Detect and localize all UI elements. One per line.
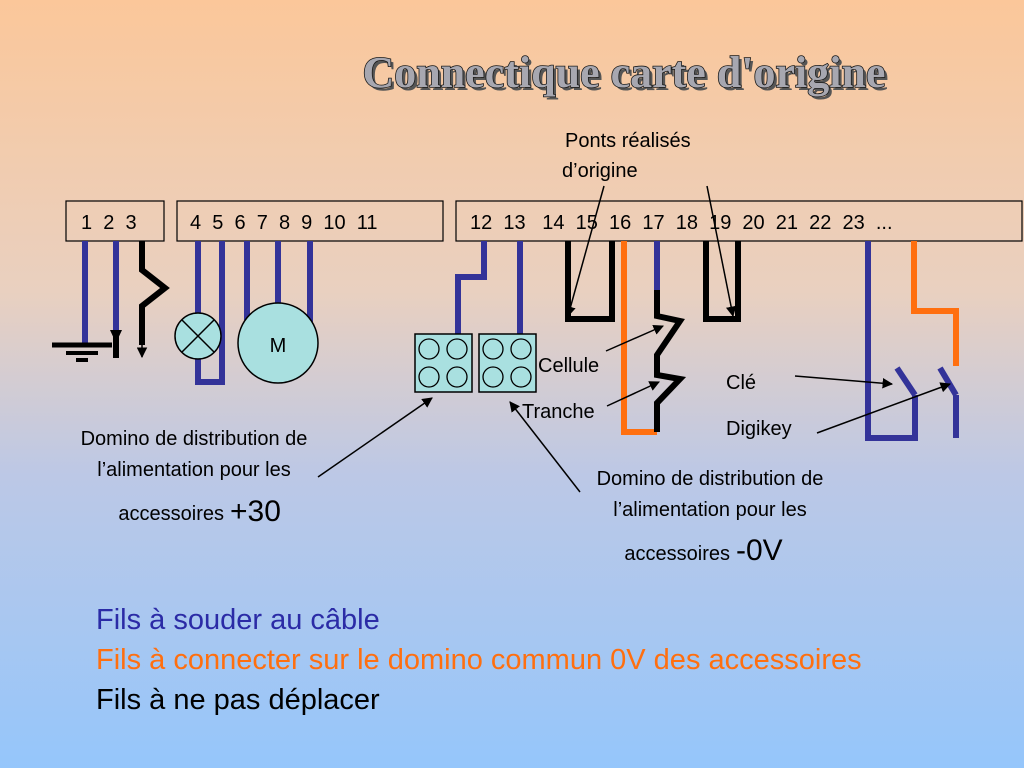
terminal-block-3-label: 12 13 14 15 16 17 18 19 20 21 22 23 ...	[470, 212, 893, 234]
cellule-label: Cellule	[538, 355, 599, 377]
domino-plus30-value: +30	[230, 495, 281, 528]
domino-plus30	[414, 333, 473, 393]
cle-arrow	[794, 375, 894, 389]
terminal-block-2-label: 4 5 6 7 8 9 10 11	[190, 212, 378, 234]
bridge-17-18	[703, 241, 741, 322]
cellule-tranche-switch	[654, 241, 687, 432]
domino-plus30-line2: l’alimentation pour les	[97, 459, 290, 481]
page-title-shadow: Connectique carte d'origine	[365, 51, 888, 100]
terminal-3-switch	[136, 241, 170, 359]
domino-plus30-line1: Domino de distribution de	[81, 428, 308, 450]
legend-item-connect-domino: Fils à connecter sur le domino commun 0V…	[96, 644, 862, 676]
cellule-arrow	[605, 324, 664, 352]
bridge-14-15	[565, 241, 615, 322]
motor-symbol: M	[237, 241, 319, 384]
domino-zero-volt-line1: Domino de distribution de	[597, 468, 824, 490]
domino-zero-volt	[478, 333, 537, 393]
lamp-symbol	[174, 241, 225, 385]
digikey-label: Digikey	[726, 418, 792, 440]
page-title: Connectique carte d'origine	[362, 48, 885, 97]
ponts-label-line2: d’origine	[562, 160, 638, 182]
terminal-block-1-label: 1 2 3	[81, 212, 137, 234]
wire-legend: Fils à souder au câble Fils à connecter …	[96, 600, 862, 720]
motor-label: M	[270, 335, 287, 357]
domino-plus30-line3: accessoires	[118, 503, 224, 525]
domino-zero-volt-value: -0V	[736, 534, 783, 567]
tranche-label: Tranche	[522, 401, 595, 423]
tranche-arrow	[606, 381, 660, 407]
legend-item-solder: Fils à souder au câble	[96, 604, 380, 636]
domino-zero-volt-line2: l’alimentation pour les	[613, 499, 806, 521]
domino-plus30-arrow	[317, 397, 433, 478]
domino-zero-volt-arrow	[509, 401, 581, 493]
legend-item-do-not-move: Fils à ne pas déplacer	[96, 684, 380, 716]
digikey-arrow	[816, 382, 951, 434]
terminal-12-wire	[455, 241, 487, 334]
ground-symbol	[52, 241, 112, 362]
terminal-2-wire	[110, 241, 122, 358]
ponts-arrow-left	[565, 185, 605, 318]
domino-zero-volt-line3: accessoires	[624, 543, 730, 565]
cle-label: Clé	[726, 372, 756, 394]
terminal-15-orange-wire	[621, 241, 657, 435]
digikey-key-switch	[865, 241, 959, 441]
ponts-label-line1: Ponts réalisés	[565, 130, 691, 152]
ponts-arrow-right	[706, 185, 737, 318]
